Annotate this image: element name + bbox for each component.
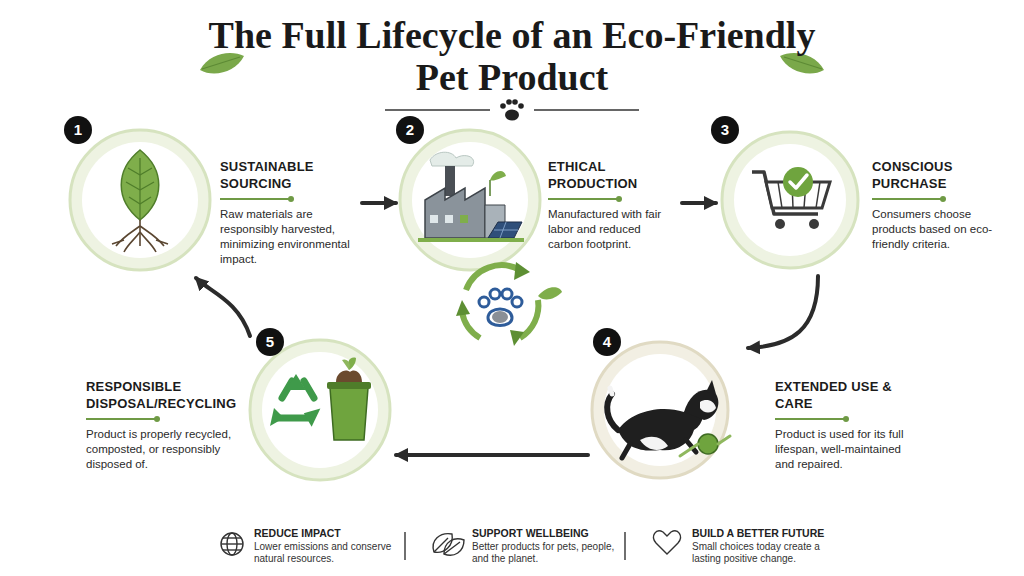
- callout-number: 1: [65, 117, 91, 143]
- step-text: ETHICAL PRODUCTION Manufactured with fair…: [548, 158, 678, 252]
- underline-dot: [940, 196, 946, 202]
- underline-bar: [220, 198, 290, 200]
- underline-bar: [775, 418, 845, 420]
- step-text: CONSCIOUS PURCHASE Consumers choose produ…: [872, 158, 1002, 252]
- step-text: EXTENDED USE & CARE Product is used for i…: [775, 378, 909, 472]
- step-heading: RESPONSIBLE DISPOSAL/RECYCLING: [86, 378, 246, 412]
- underline-dot: [616, 196, 622, 202]
- step-description: Product is properly recycled, composted,…: [86, 427, 246, 472]
- step-heading: EXTENDED USE & CARE: [775, 378, 909, 412]
- callout-number: 4: [594, 329, 620, 355]
- heading-underline: [86, 415, 246, 423]
- underline-bar: [872, 198, 942, 200]
- step-description: Product is used for its full lifespan, w…: [775, 427, 909, 472]
- benefit-text: Small choices today create a lasting pos…: [692, 541, 842, 565]
- benefit-heading: BUILD A BETTER FUTURE: [692, 527, 852, 540]
- heading-underline: [220, 195, 352, 203]
- callout-number: 3: [712, 117, 738, 143]
- flow-arrow: [196, 278, 250, 336]
- step-node: ETHICAL PRODUCTION Manufactured with fair…: [398, 128, 680, 272]
- heading-underline: [872, 195, 1002, 203]
- benefit-text: Better products for pets, people, and th…: [472, 541, 617, 565]
- underline-dot: [288, 196, 294, 202]
- step-heading: CONSCIOUS PURCHASE: [872, 158, 1002, 192]
- step-heading: ETHICAL PRODUCTION: [548, 158, 678, 192]
- step-description: Raw materials are responsibly harvested,…: [220, 207, 352, 267]
- benefit-heading: SUPPORT WELLBEING: [472, 527, 617, 540]
- underline-bar: [548, 198, 618, 200]
- step-description: Consumers choose products based on eco-f…: [872, 207, 1002, 252]
- heading-underline: [548, 195, 678, 203]
- flow-arrow: [748, 276, 818, 348]
- step-description: Manufactured with fair labor and reduced…: [548, 207, 678, 252]
- underline-dot: [154, 416, 160, 422]
- step-node: SUSTAINABLE SOURCING Raw materials are re…: [68, 128, 360, 272]
- flow-arrow: [682, 201, 716, 205]
- step-heading: SUSTAINABLE SOURCING: [220, 158, 352, 192]
- flow-arrow: [396, 453, 588, 457]
- step-text: RESPONSIBLE DISPOSAL/RECYCLING Product is…: [86, 378, 246, 472]
- step-node: CONSCIOUS PURCHASE Consumers choose produ…: [718, 128, 1008, 272]
- underline-bar: [86, 418, 156, 420]
- callout-number: 2: [397, 117, 423, 143]
- underline-dot: [843, 416, 849, 422]
- step-node: EXTENDED USE & CARE Product is used for i…: [590, 340, 912, 482]
- callout-number: 5: [257, 329, 283, 355]
- benefit-heading: REDUCE IMPACT: [254, 527, 399, 540]
- step-text: SUSTAINABLE SOURCING Raw materials are re…: [220, 158, 352, 267]
- heading-underline: [775, 415, 909, 423]
- benefit-text: Lower emissions and conserve natural res…: [254, 541, 394, 565]
- diagram-title: The Full Lifecycle of an Eco-Friendly Pe…: [187, 14, 837, 98]
- flow-arrow: [362, 201, 396, 205]
- step-node: RESPONSIBLE DISPOSAL/RECYCLING Product is…: [80, 340, 392, 482]
